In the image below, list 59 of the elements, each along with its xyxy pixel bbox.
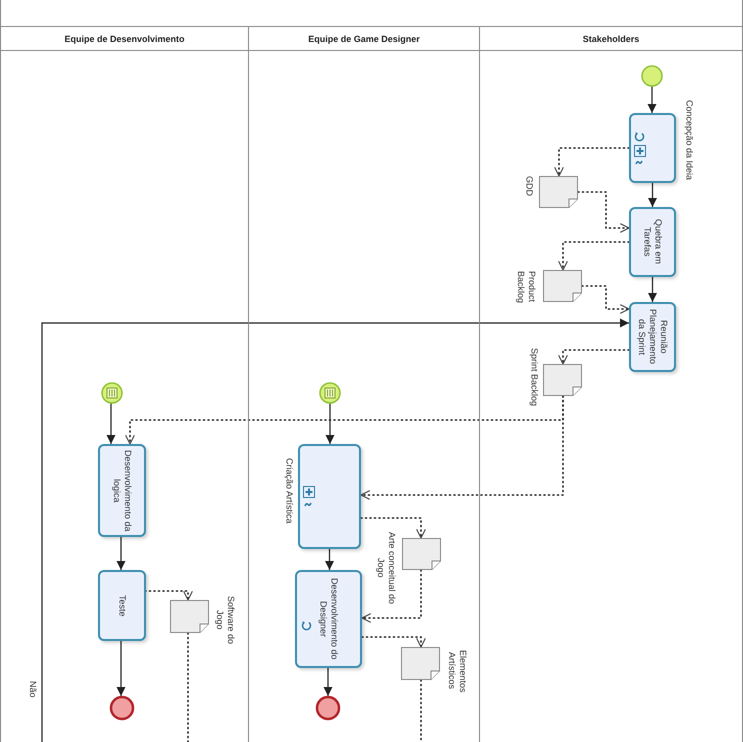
lane-title: Equipe de Desenvolvimento xyxy=(64,34,185,44)
sequence-flow-arrow xyxy=(106,403,116,445)
start-event-circle xyxy=(319,382,341,404)
sequence-flow-arrow xyxy=(326,403,334,445)
task-label: Desenvolvimento do Designer xyxy=(318,577,340,662)
task-box xyxy=(98,444,146,537)
association-line xyxy=(420,679,422,742)
sequence-flow-arrow xyxy=(648,86,656,114)
association-arrow xyxy=(361,569,422,624)
sequence-flow-arrow xyxy=(324,667,332,697)
task-box xyxy=(629,113,676,183)
data-object xyxy=(401,647,440,680)
task-label: Teste xyxy=(116,594,128,616)
association-arrow xyxy=(581,285,630,314)
task-box xyxy=(629,207,676,277)
task-label: Desenvolvimento da logica xyxy=(111,448,133,534)
data-object xyxy=(543,364,582,396)
association-arrow xyxy=(577,191,630,234)
task-label: Reunião Planejamento da Sprint xyxy=(636,308,669,367)
data-object xyxy=(539,176,578,208)
association-arrow xyxy=(361,636,426,648)
data-object-label: Sprint Backlog xyxy=(528,348,540,408)
lane-title: Stakeholders xyxy=(582,34,640,44)
end-event-circle xyxy=(316,696,340,720)
swimlane xyxy=(480,27,743,742)
data-object xyxy=(543,270,582,302)
association-arrow xyxy=(360,517,426,539)
sequence-flow-arrow xyxy=(116,640,126,697)
sequence-flow-arrow xyxy=(41,318,630,742)
association-arrow xyxy=(558,241,630,271)
start-event-circle xyxy=(641,65,663,87)
data-object-label: Arte conceitual do Jogo xyxy=(375,530,398,606)
association-arrow xyxy=(558,349,630,365)
data-object xyxy=(402,538,441,570)
data-object xyxy=(170,600,209,633)
task-label: Concepção da Ideia xyxy=(684,100,696,182)
sequence-flow-arrow xyxy=(648,182,657,208)
association-line xyxy=(187,632,189,742)
sequence-flow-arrow xyxy=(648,276,657,303)
end-event-circle xyxy=(110,696,134,720)
association-arrow xyxy=(144,590,194,601)
lane-title: Equipe de Game Designer xyxy=(308,34,420,44)
swimlane xyxy=(249,27,480,742)
task-box xyxy=(98,570,146,641)
data-object-label: GDD xyxy=(524,176,536,198)
data-object-label: Product Backlog xyxy=(515,270,538,306)
start-event-circle xyxy=(101,382,123,404)
sequence-flow-arrow xyxy=(325,548,334,571)
task-label: Criação Artística xyxy=(284,458,296,526)
task-box xyxy=(298,444,361,549)
task-label: Quebra em Tarefas xyxy=(642,218,664,267)
data-object-label: Elementos Artísticos xyxy=(446,648,469,694)
task-box xyxy=(295,570,362,668)
task-box xyxy=(629,302,676,372)
sequence-flow-arrow xyxy=(116,536,126,571)
swimlane xyxy=(0,27,249,742)
data-object-label: Software do Jogo xyxy=(214,594,237,646)
association-arrow xyxy=(360,395,564,500)
association-arrow xyxy=(554,147,630,177)
